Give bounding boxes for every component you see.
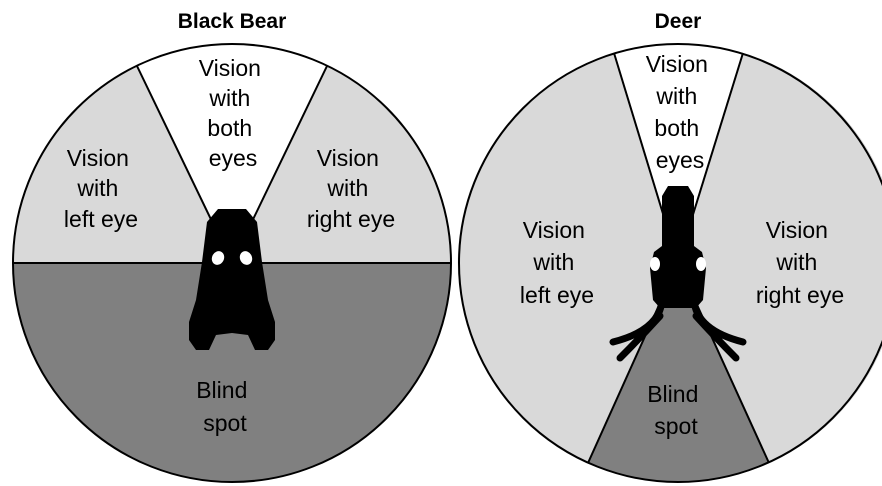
bear-title: Black Bear (178, 10, 287, 33)
deer-title: Deer (655, 10, 702, 33)
deer-left-eye (650, 257, 660, 271)
deer-right-eye (696, 257, 706, 271)
bear-diagram: Black Bear Vision with both eyes (13, 10, 451, 482)
deer-diagram: Deer Vision with both eyes (458, 10, 882, 483)
